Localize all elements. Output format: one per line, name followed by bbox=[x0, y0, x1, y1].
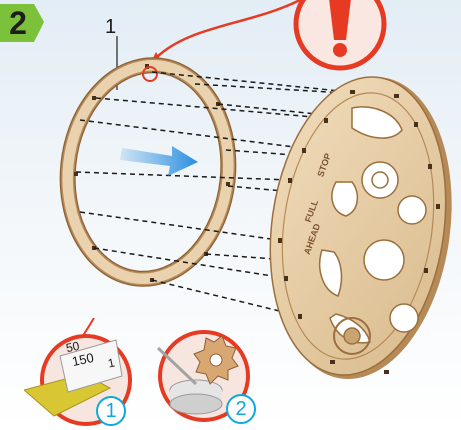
tool-2-number: 2 bbox=[226, 394, 256, 424]
grit-label-50: 50 bbox=[65, 339, 81, 355]
step-number: 2 bbox=[0, 4, 36, 42]
warning-icon bbox=[296, 0, 384, 68]
sandpaper-tool bbox=[24, 318, 144, 428]
tool-1-number: 1 bbox=[96, 396, 126, 426]
part-number-label: 1 bbox=[105, 16, 116, 39]
